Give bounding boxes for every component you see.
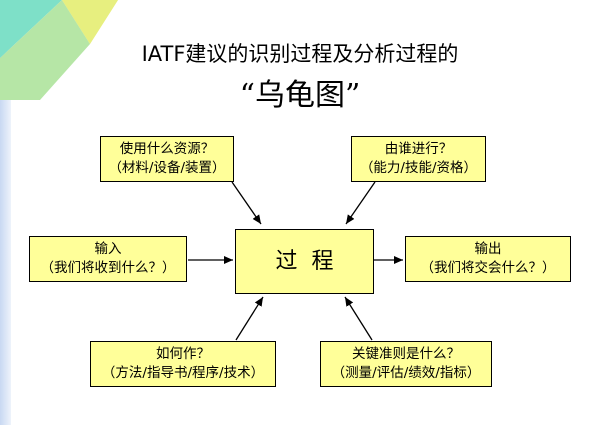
deco-yellow-facet bbox=[62, 0, 118, 44]
left-accent-band bbox=[0, 0, 11, 425]
who-question: 由谁进行？ bbox=[384, 141, 453, 157]
arrow-who bbox=[345, 181, 376, 225]
criteria-detail: （测量/评估/绩效/指标） bbox=[331, 365, 481, 381]
how-box: 如何作？ （方法/指导书/程序/技术） bbox=[90, 341, 276, 387]
title-line-1: IATF建议的识别过程及分析过程的 bbox=[141, 42, 459, 66]
process-box: 过程 bbox=[235, 229, 374, 294]
who-box: 由谁进行？ （能力/技能/资格） bbox=[351, 136, 486, 182]
arrow-how bbox=[235, 296, 264, 341]
input-box: 输入 （我们将收到什么？） bbox=[29, 236, 187, 282]
corner-decoration bbox=[0, 0, 118, 100]
resources-box: 使用什么资源？ （材料/设备/装置） bbox=[100, 136, 234, 182]
output-detail: （我们将交会什么？） bbox=[420, 260, 556, 276]
how-question: 如何作？ bbox=[156, 346, 210, 362]
who-detail: （能力/技能/资格） bbox=[359, 160, 478, 176]
process-label: 过程 bbox=[275, 249, 348, 274]
arrow-resources bbox=[231, 181, 262, 225]
criteria-question: 关键准则是什么？ bbox=[352, 346, 460, 362]
deco-green-shape bbox=[0, 0, 90, 100]
output-label: 输出 bbox=[474, 241, 502, 257]
arrow-criteria bbox=[344, 296, 373, 341]
resources-detail: （材料/设备/装置） bbox=[108, 160, 226, 176]
criteria-box: 关键准则是什么？ （测量/评估/绩效/指标） bbox=[320, 341, 492, 387]
output-box: 输出 （我们将交会什么？） bbox=[405, 236, 571, 282]
input-detail: （我们将收到什么？） bbox=[40, 260, 176, 276]
title-line-2: “乌龟图” bbox=[239, 78, 361, 113]
input-label: 输入 bbox=[94, 241, 122, 257]
resources-question: 使用什么资源？ bbox=[119, 141, 215, 157]
how-detail: （方法/指导书/程序/技术） bbox=[101, 365, 265, 381]
